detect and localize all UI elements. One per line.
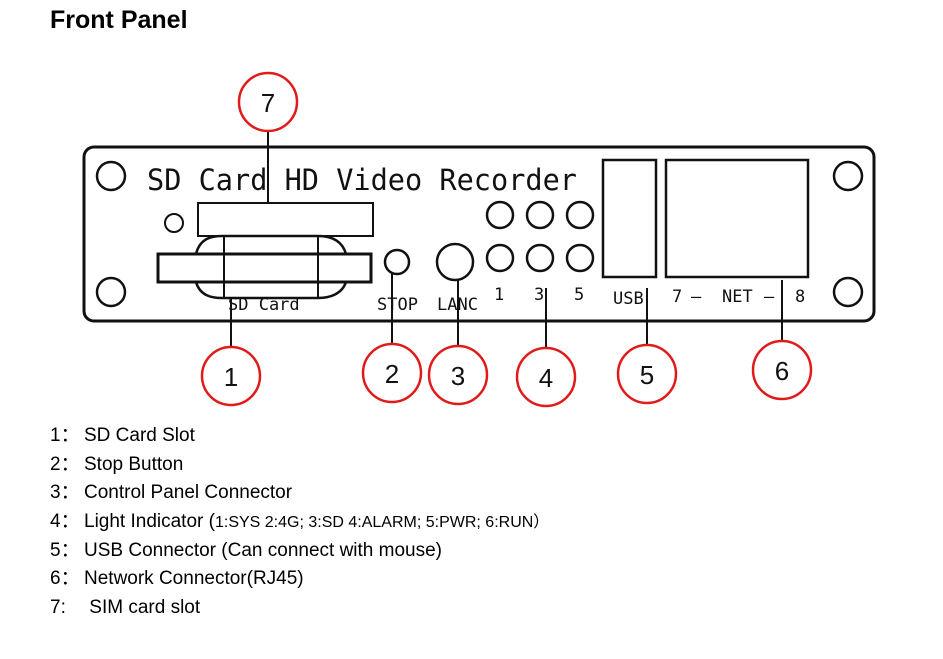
legend-number: 1： [50, 425, 80, 446]
led-indicator [525, 243, 555, 273]
legend-number: 4： [50, 511, 80, 533]
legend-item: 5：USB Connector (Can connect with mouse) [50, 537, 549, 566]
callout-3-label: 3 [451, 361, 465, 391]
led-indicator [485, 200, 515, 230]
legend-number: 6： [50, 568, 80, 590]
page-title: Front Panel [50, 6, 188, 34]
usb-label: USB [613, 289, 644, 309]
net-dash: — [691, 287, 702, 307]
callout-2 [361, 342, 423, 404]
screw-hole-top-right [832, 160, 864, 192]
legend-item: 4：Light Indicator (1:SYS 2:4G; 3:SD 4:AL… [50, 508, 549, 537]
net-dash: — [764, 287, 775, 307]
sd-card-slot-bezel [194, 234, 348, 300]
callout-5-label: 5 [640, 360, 654, 390]
sim-card-slot [197, 202, 374, 237]
legend-text: USB Connector (Can connect with mouse) [84, 539, 442, 561]
led-label-3: 3 [534, 285, 544, 305]
legend-number: 7: [50, 597, 66, 619]
callout-2-label: 2 [385, 359, 399, 389]
callout-6-label: 6 [775, 356, 789, 386]
legend: 1：SD Card Slot 2：Stop Button 3：Control P… [50, 422, 549, 623]
callout-1-label: 1 [224, 362, 238, 392]
panel-outline [82, 145, 876, 323]
legend-text: SIM card slot [84, 597, 201, 619]
device-name: SD Card HD Video Recorder [147, 163, 577, 197]
usb-port [601, 158, 658, 279]
led-indicator [565, 243, 595, 273]
legend-number: 5： [50, 539, 80, 561]
callout-7 [237, 71, 299, 133]
legend-item: 2：Stop Button [50, 451, 549, 480]
front-panel-diagram: SD Card HD Video Recorder SD Card STOP L… [82, 71, 876, 408]
led-indicator [565, 200, 595, 230]
sd-card-slot [156, 252, 373, 284]
callout-1 [200, 345, 262, 407]
legend-text: SD Card Slot [84, 425, 195, 446]
led-label-1: 1 [494, 285, 504, 305]
led-indicator [525, 200, 555, 230]
callout-6 [751, 339, 813, 401]
lanc-connector [435, 242, 475, 282]
callout-4-label: 4 [539, 363, 553, 393]
network-port [664, 158, 810, 279]
screw-hole-bottom-right [832, 276, 864, 308]
led-label-5: 5 [574, 285, 584, 305]
legend-text-detail: 1:SYS 2:4G; 3:SD 4:ALARM; 5:PWR; 6:RUN） [214, 514, 550, 532]
legend-text: Light Indicator ( [84, 511, 215, 533]
screw-hole-top-left [95, 160, 127, 192]
legend-text: Control Panel Connector [84, 482, 293, 504]
net-label-7: 7 [672, 287, 682, 307]
stop-label: STOP [377, 295, 418, 315]
legend-text: Stop Button [84, 453, 184, 475]
screw-hole-bottom-left [95, 276, 127, 308]
net-label-8: 8 [795, 287, 805, 307]
sd-card-label: SD Card [228, 295, 300, 315]
stop-button [383, 248, 411, 276]
legend-item: 6：Network Connector(RJ45) [50, 565, 549, 594]
legend-number: 3： [50, 482, 80, 504]
legend-number: 2： [50, 453, 80, 475]
callout-5 [616, 343, 678, 405]
sim-eject-hole [164, 213, 184, 233]
callout-3 [427, 344, 489, 406]
net-label: NET [722, 287, 753, 307]
legend-item: 3：Control Panel Connector [50, 479, 549, 508]
callout-7-label: 7 [261, 88, 275, 118]
led-indicator [485, 243, 515, 273]
legend-text: Network Connector(RJ45) [84, 568, 304, 590]
legend-item: 7: SIM card slot [50, 594, 549, 623]
legend-item: 1：SD Card Slot [50, 422, 549, 451]
callout-4 [515, 346, 577, 408]
